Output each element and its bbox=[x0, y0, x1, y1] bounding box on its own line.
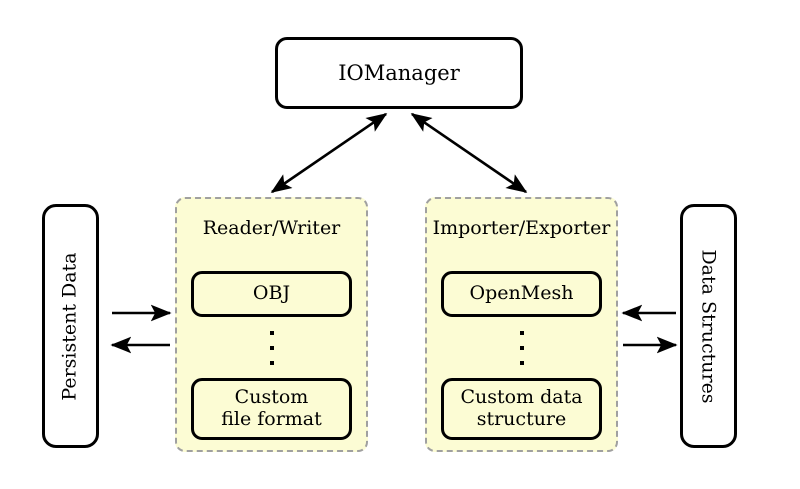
ellipsis-dot bbox=[269, 346, 274, 350]
importer-exporter-group[interactable]: Importer/Exporter OpenMesh Custom data s… bbox=[425, 197, 618, 452]
reader-writer-item-obj-label: OBJ bbox=[252, 282, 291, 305]
data-structures-label: Data Structures bbox=[698, 248, 720, 404]
importer-exporter-item-custom-data-structure[interactable]: Custom data structure bbox=[441, 378, 602, 440]
importer-exporter-item-openmesh-label: OpenMesh bbox=[469, 282, 574, 305]
persistent-data-node[interactable]: Persistent Data bbox=[42, 204, 99, 448]
ellipsis-dot bbox=[519, 346, 524, 350]
reader-writer-group-title: Reader/Writer bbox=[202, 217, 341, 239]
connector-manager-to-importer-exporter bbox=[410, 112, 528, 194]
io-manager-node[interactable]: IOManager bbox=[275, 37, 523, 109]
io-manager-label: IOManager bbox=[338, 61, 460, 85]
importer-exporter-group-title: Importer/Exporter bbox=[432, 217, 611, 239]
ellipsis-dot bbox=[519, 331, 524, 335]
reader-writer-item-custom-line2: file format bbox=[221, 408, 322, 430]
reader-writer-item-custom-line1: Custom bbox=[234, 386, 309, 409]
ellipsis-dot bbox=[519, 361, 524, 365]
connector-manager-to-reader-writer bbox=[270, 112, 388, 194]
persistent-data-label: Persistent Data bbox=[59, 251, 81, 401]
reader-writer-group[interactable]: Reader/Writer OBJ Custom file format bbox=[175, 197, 368, 452]
reader-writer-ellipsis bbox=[177, 329, 366, 367]
importer-exporter-item-custom-line1: Custom data bbox=[460, 386, 583, 409]
ellipsis-dot bbox=[269, 331, 274, 335]
importer-exporter-ellipsis bbox=[427, 329, 616, 367]
reader-writer-item-obj[interactable]: OBJ bbox=[191, 271, 352, 317]
ellipsis-dot bbox=[269, 361, 274, 365]
importer-exporter-item-custom-line2: structure bbox=[476, 408, 567, 430]
reader-writer-item-custom-file-format[interactable]: Custom file format bbox=[191, 378, 352, 440]
importer-exporter-item-openmesh[interactable]: OpenMesh bbox=[441, 271, 602, 317]
data-structures-node[interactable]: Data Structures bbox=[680, 204, 737, 448]
